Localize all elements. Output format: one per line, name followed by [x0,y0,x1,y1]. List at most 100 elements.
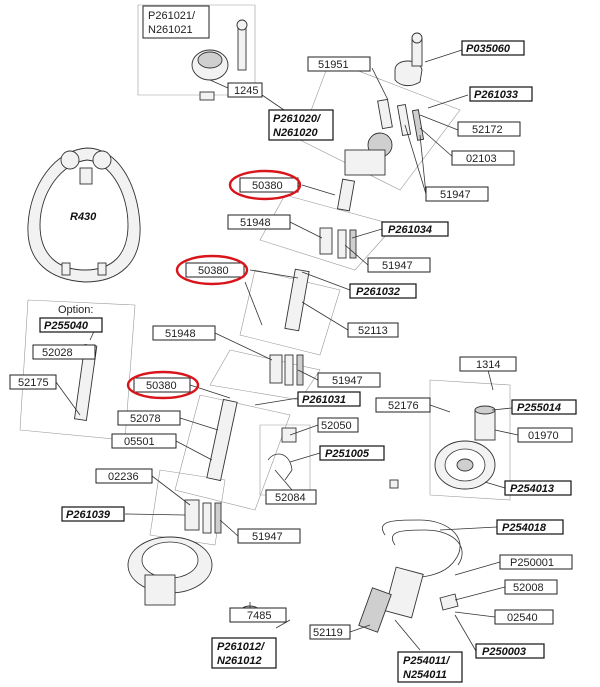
label-52084: 52084 [265,489,317,505]
label-p261012: P261012/ N261012 [211,637,277,669]
svg-text:N261021: N261021 [148,24,193,36]
svg-text:N261020: N261020 [273,127,319,139]
spool-parts [127,440,496,619]
svg-text:P261020/: P261020/ [273,113,322,125]
svg-text:P254011/: P254011/ [403,655,451,667]
label-50380-low: 50380 [126,370,200,400]
svg-text:52172: 52172 [472,124,503,136]
label-52172: 52172 [457,121,521,137]
label-p250001: P250001 [499,554,573,570]
label-p261034: P261034 [381,221,449,237]
label-05501: 05501 [111,433,177,449]
label-p261032: P261032 [349,283,417,299]
label-52119: 52119 [309,624,351,640]
svg-text:05501: 05501 [124,436,155,448]
label-p261031: P261031 [297,391,361,407]
crank-handle-part [358,479,463,633]
svg-text:P251005: P251005 [325,448,370,460]
label-51947-bottom: 51947 [237,528,301,544]
svg-text:52175: 52175 [18,377,49,389]
label-52050: 52050 [317,417,359,433]
label-52175: 52175 [9,374,57,390]
label-p261020: P261020/ N261020 [268,109,334,141]
svg-text:52113: 52113 [358,325,388,337]
label-p254013: P254013 [504,480,572,496]
label-51947-top: 51947 [425,186,489,202]
svg-text:P250001: P250001 [510,557,554,569]
svg-text:P254013: P254013 [510,483,554,495]
label-02103: 02103 [451,150,515,166]
svg-text:P250003: P250003 [482,646,526,658]
svg-text:02236: 02236 [108,471,139,483]
svg-text:P261034: P261034 [388,224,432,236]
label-02540: 02540 [494,609,554,625]
svg-text:52008: 52008 [513,582,544,594]
leader-lines [55,49,519,652]
shaft-parts [73,98,496,534]
label-p254018: P254018 [496,519,564,535]
label-50380-mid: 50380 [175,254,249,286]
label-p251005: P251005 [319,445,385,461]
label-option: Option: [58,304,93,316]
svg-text:52028: 52028 [42,347,73,359]
label-p261033: P261033 [469,86,533,102]
svg-text:P261031: P261031 [302,394,346,406]
label-p035060: P035060 [461,40,525,56]
svg-text:51947: 51947 [252,531,283,543]
label-51947-mid: 51947 [367,257,431,273]
label-01970: 01970 [517,427,573,443]
svg-text:7485: 7485 [247,610,271,622]
svg-text:P255014: P255014 [517,402,561,414]
label-52176: 52176 [375,397,431,413]
svg-text:52078: 52078 [130,413,161,425]
label-p250003: P250003 [475,643,545,659]
svg-text:1314: 1314 [476,359,500,371]
svg-text:P261033: P261033 [474,89,518,101]
svg-text:52176: 52176 [388,400,419,412]
svg-text:51948: 51948 [240,217,271,229]
svg-text:51947: 51947 [332,375,363,387]
label-50380-top: 50380 [228,169,302,201]
svg-text:02103: 02103 [466,153,497,165]
top-hardware [191,19,423,176]
r430-label: R430 [70,211,97,223]
svg-text:51947: 51947 [440,189,471,201]
label-51948-mid: 51948 [152,325,216,341]
label-p261039: P261039 [61,506,125,522]
svg-text:51951: 51951 [318,59,349,71]
label-p255014: P255014 [511,399,577,415]
label-7485: 7485 [229,607,287,623]
svg-text:P261032: P261032 [356,286,400,298]
label-p254011: P254011/ N254011 [397,651,463,683]
svg-text:50380: 50380 [252,180,283,192]
svg-text:50380: 50380 [198,265,229,277]
label-02236: 02236 [95,468,153,484]
label-52008: 52008 [504,579,558,595]
label-51948-top: 51948 [227,214,291,230]
svg-text:P261021/: P261021/ [148,10,196,22]
svg-text:01970: 01970 [528,430,559,442]
svg-text:52050: 52050 [321,420,352,432]
label-1245: 1245 [227,82,263,98]
label-52078: 52078 [117,410,181,426]
label-p261021: P261021/ N261021 [142,5,210,39]
svg-text:P035060: P035060 [466,43,511,55]
svg-text:P255040: P255040 [44,320,89,332]
svg-text:51947: 51947 [382,260,413,272]
svg-text:P261012/: P261012/ [217,641,266,653]
svg-text:52119: 52119 [313,627,343,639]
svg-text:P261039: P261039 [66,509,111,521]
svg-text:50380: 50380 [146,380,177,392]
label-52028: 52028 [32,344,96,360]
label-p255040: P255040 [39,317,103,333]
svg-text:52084: 52084 [275,492,306,504]
svg-text:P254018: P254018 [502,522,547,534]
part-labels: P261021/ N261021 1245 51951 P035060 P261… [9,5,577,683]
svg-text:02540: 02540 [507,612,538,624]
svg-text:N261012: N261012 [217,655,262,667]
label-1314: 1314 [459,356,517,372]
r430-profile: R430 [27,147,141,283]
svg-text:51948: 51948 [165,328,196,340]
svg-text:Option:: Option: [58,304,93,316]
